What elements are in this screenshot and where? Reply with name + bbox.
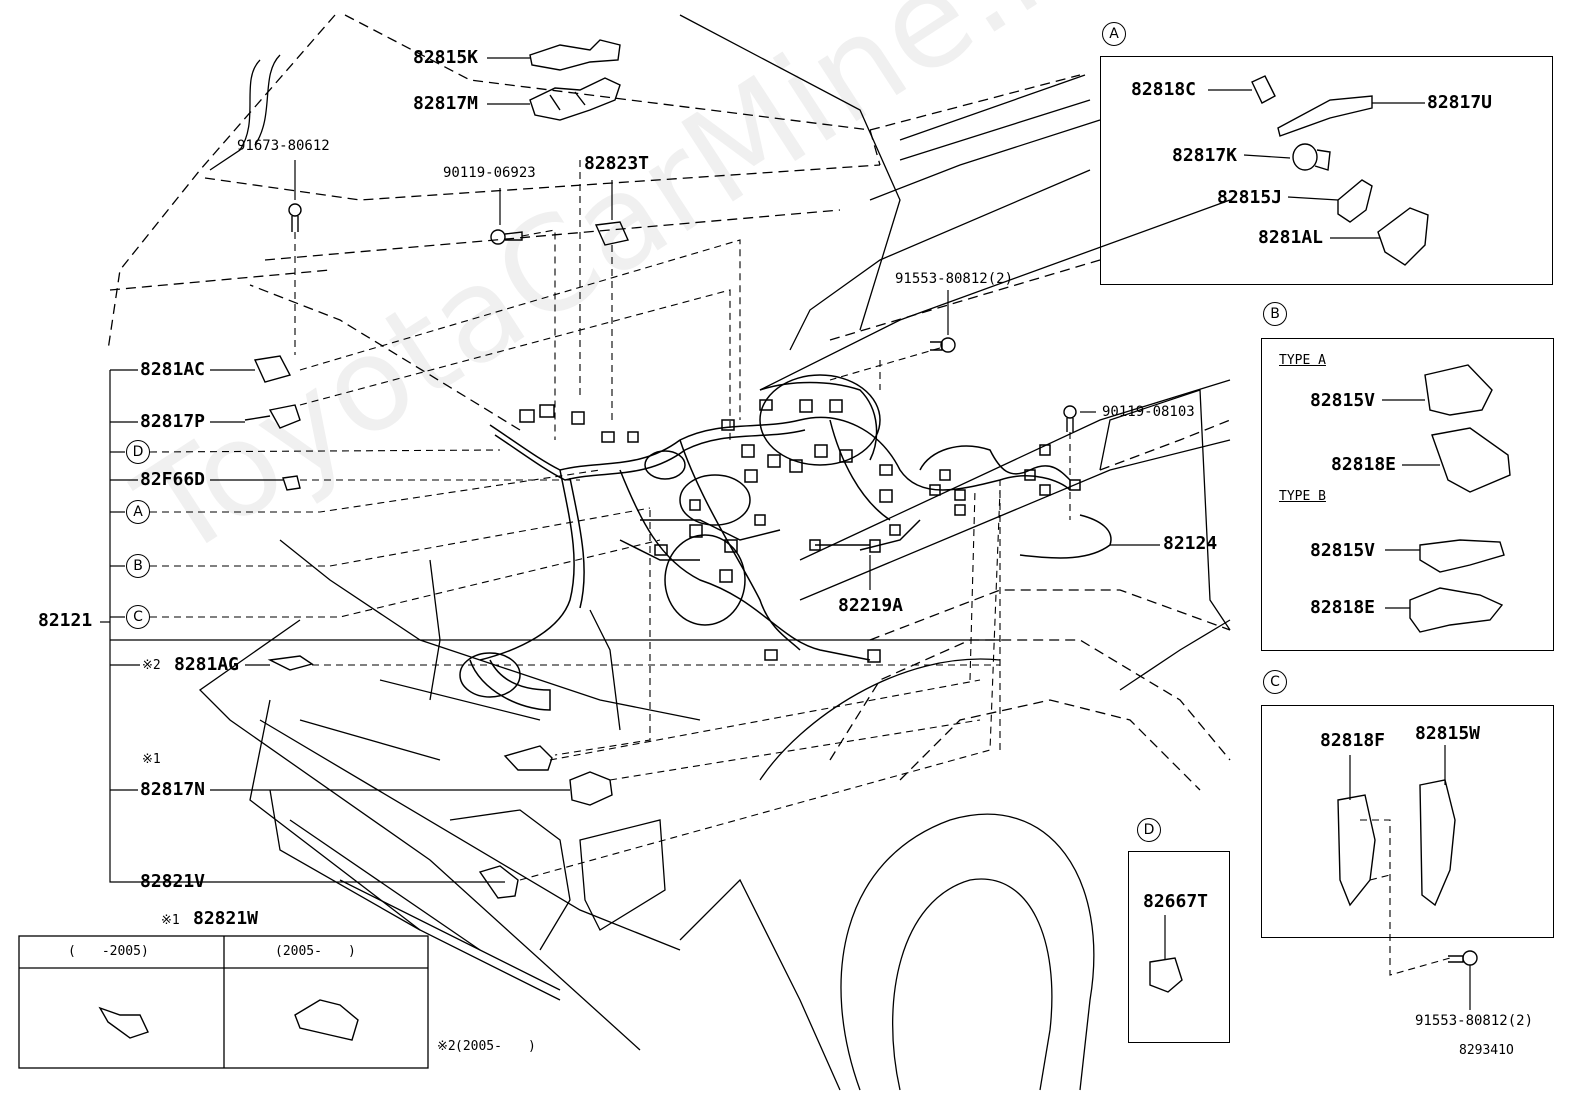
part-label-8281al[interactable]: 8281AL <box>1258 227 1324 248</box>
detail-tag-a: A <box>1102 22 1126 46</box>
part-label-82817u[interactable]: 82817U <box>1427 92 1493 113</box>
note-mark-1b: ※1 <box>161 913 180 928</box>
part-label-82817p[interactable]: 82817P <box>140 411 206 432</box>
table-header-until-2005: ( -2005) <box>68 944 149 959</box>
part-label-82817m[interactable]: 82817M <box>413 93 479 114</box>
callout-d[interactable]: D <box>126 440 150 464</box>
detail-box-d <box>1128 851 1230 1043</box>
part-label-82815j[interactable]: 82815J <box>1217 187 1283 208</box>
part-label-82818e-type-a[interactable]: 82818E <box>1331 454 1397 475</box>
part-label-82815v-type-a[interactable]: 82815V <box>1310 390 1376 411</box>
part-label-82818e-type-b[interactable]: 82818E <box>1310 597 1376 618</box>
part-label-90119-06923[interactable]: 90119-06923 <box>443 165 536 181</box>
part-label-8281ac[interactable]: 8281AC <box>140 359 206 380</box>
part-label-91553-80812-detail-c[interactable]: 91553-80812(2) <box>1415 1013 1534 1029</box>
part-label-82124[interactable]: 82124 <box>1163 533 1218 554</box>
note-mark-1: ※1 <box>142 752 161 767</box>
detail-box-a <box>1100 56 1553 285</box>
part-label-82121[interactable]: 82121 <box>38 610 93 631</box>
part-label-82823t[interactable]: 82823T <box>584 153 650 174</box>
callout-a[interactable]: A <box>126 500 150 524</box>
part-label-82818c[interactable]: 82818C <box>1131 79 1197 100</box>
part-label-82817k[interactable]: 82817K <box>1172 145 1238 166</box>
leader-lines <box>100 57 1471 1010</box>
type-a-heading: TYPE A <box>1279 353 1326 368</box>
detail-box-c <box>1261 705 1554 938</box>
table-82821w-lines <box>18 935 429 1069</box>
part-label-82815v-type-b[interactable]: 82815V <box>1310 540 1376 561</box>
detail-tag-d: D <box>1137 818 1161 842</box>
callout-b[interactable]: B <box>126 554 150 578</box>
engine-harness <box>459 374 1112 711</box>
part-label-82821v[interactable]: 82821V <box>140 871 206 892</box>
part-label-82818f[interactable]: 82818F <box>1320 730 1386 751</box>
callout-c[interactable]: C <box>126 605 150 629</box>
part-label-82f66d[interactable]: 82F66D <box>140 469 206 490</box>
part-label-90119-08103[interactable]: 90119-08103 <box>1102 404 1195 420</box>
part-label-82815w[interactable]: 82815W <box>1415 723 1481 744</box>
note-mark-2: ※2 <box>142 658 161 673</box>
type-b-heading: TYPE B <box>1279 489 1326 504</box>
vehicle-outline <box>107 14 1231 791</box>
detail-tag-b: B <box>1263 302 1287 326</box>
part-label-82667t[interactable]: 82667T <box>1143 891 1209 912</box>
reference-dashed-lines <box>149 160 1451 976</box>
note-2-text: (2005- ) <box>455 1039 536 1054</box>
table-header-from-2005: (2005- ) <box>275 944 356 959</box>
detail-tag-c: C <box>1263 670 1287 694</box>
vehicle-solid-lines <box>198 14 1231 1091</box>
part-label-82817n[interactable]: 82817N <box>140 779 206 800</box>
note-mark-2b: ※2 <box>437 1039 456 1054</box>
part-label-8281ag[interactable]: 8281AG <box>174 654 240 675</box>
diagram-code: 829341O <box>1459 1043 1514 1058</box>
part-label-82815k[interactable]: 82815K <box>413 47 479 68</box>
part-label-91553-80812[interactable]: 91553-80812(2) <box>895 271 1014 287</box>
part-label-82219a[interactable]: 82219A <box>838 595 904 616</box>
part-label-91673-80612[interactable]: 91673-80612 <box>237 138 330 154</box>
part-label-82821w[interactable]: 82821W <box>193 908 259 929</box>
detail-box-b <box>1261 338 1554 651</box>
